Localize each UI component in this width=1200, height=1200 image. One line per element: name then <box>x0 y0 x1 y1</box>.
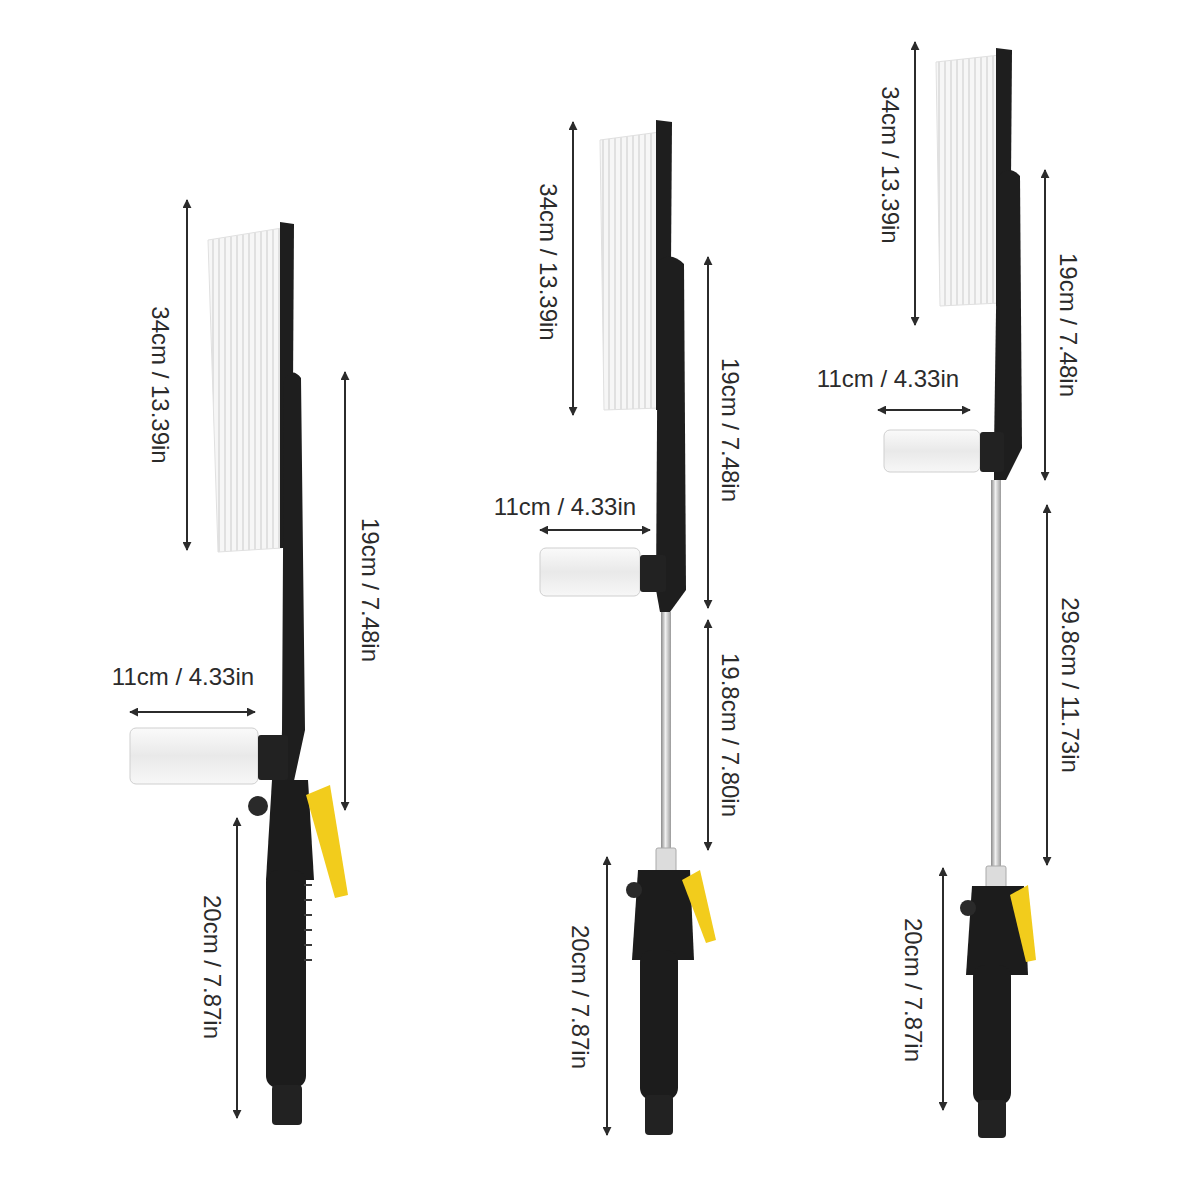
dimension-label: 34cm / 13.39in <box>536 183 560 340</box>
dimension-label: 19.8cm / 7.80in <box>718 653 742 817</box>
dimension-label: 19cm / 7.48in <box>718 358 742 502</box>
brush-medium <box>540 120 716 1135</box>
dimension-label: 19cm / 7.48in <box>358 518 382 662</box>
dimension-label: 20cm / 7.87in <box>568 925 592 1069</box>
dimension-label: 20cm / 7.87in <box>200 895 224 1039</box>
dimension-label: 19cm / 7.48in <box>1056 253 1080 397</box>
dimension-label: 11cm / 4.33in <box>494 495 636 519</box>
dimension-label: 34cm / 13.39in <box>878 86 902 243</box>
dimension-label: 11cm / 4.33in <box>817 367 959 391</box>
dimension-label: 29.8cm / 11.73in <box>1058 597 1082 773</box>
dimension-label: 34cm / 13.39in <box>148 306 172 463</box>
dimension-label: 11cm / 4.33in <box>112 665 254 689</box>
brush-long <box>884 48 1036 1138</box>
dimension-label: 20cm / 7.87in <box>901 918 925 1062</box>
dimension-arrows <box>130 42 1047 1135</box>
